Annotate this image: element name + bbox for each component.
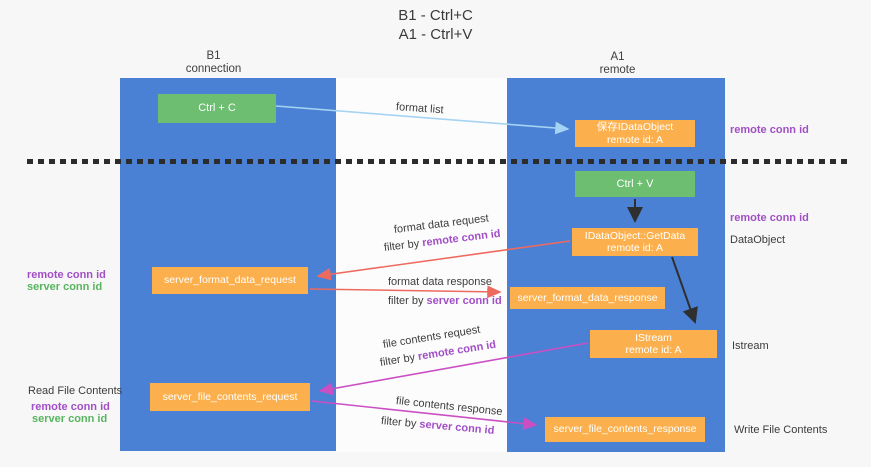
node-server-format-data-response-label: server_format_data_response (517, 291, 658, 304)
node-server-format-data-request: server_format_data_request (152, 267, 308, 294)
left-label-remote-conn-id-2: remote conn id (31, 401, 110, 413)
left-label-server-conn-id-1: server conn id (27, 281, 103, 293)
node-save-idataobject-line2: remote id: A (606, 133, 664, 146)
diagram-title: B1 - Ctrl+C A1 - Ctrl+V (0, 6, 871, 44)
right-label-remote-conn-id-1: remote conn id (730, 124, 809, 136)
filter-by-prefix-2: filter by (388, 295, 427, 307)
column-header-b1: B1 connection (150, 50, 277, 75)
dashed-separator-line (27, 159, 847, 164)
left-label-remote-conn-id-1: remote conn id (27, 269, 106, 281)
node-istream-line2: remote id: A (625, 344, 682, 356)
node-ctrl-v-label: Ctrl + V (616, 177, 654, 190)
node-server-file-contents-request: server_file_contents_request (150, 383, 310, 411)
left-label-server-conn-id-2: server conn id (32, 413, 108, 425)
right-label-remote-conn-id-2: remote conn id (730, 212, 809, 224)
node-server-file-contents-response: server_file_contents_response (545, 417, 705, 442)
node-getdata-line2: remote id: A (606, 242, 664, 254)
node-save-idataobject-line1: 保存IDataObject (596, 121, 674, 133)
column-header-a1: A1 remote (555, 51, 680, 76)
title-line-1: B1 - Ctrl+C (398, 7, 473, 24)
column-b1-subtitle: connection (185, 62, 242, 75)
node-ctrl-v: Ctrl + V (575, 171, 695, 197)
right-label-dataobject: DataObject (730, 234, 786, 246)
node-istream: IStream remote id: A (590, 330, 717, 358)
filter-by-id-2: server conn id (426, 295, 502, 307)
column-a1-subtitle: remote (599, 63, 636, 76)
arrow-label-filter-by-server-conn-id-1: filter by server conn id (388, 295, 502, 307)
arrow-label-format-data-response: format data response (388, 276, 492, 288)
right-label-istream: Istream (732, 340, 769, 352)
middle-background-strip (336, 78, 507, 452)
left-label-read-file-contents: Read File Contents (28, 385, 123, 397)
column-b1-name: B1 (206, 50, 221, 62)
node-istream-line1: IStream (635, 331, 672, 344)
right-label-write-file-contents: Write File Contents (734, 424, 828, 436)
node-server-format-data-request-label: server_format_data_request (164, 274, 296, 287)
column-a1-name: A1 (610, 51, 625, 63)
node-save-idataobject: 保存IDataObject remote id: A (575, 120, 695, 147)
node-getdata-line1: IDataObject::GetData (584, 229, 686, 242)
node-ctrl-c-label: Ctrl + C (198, 102, 236, 115)
node-server-format-data-response: server_format_data_response (510, 287, 665, 309)
node-idataobject-getdata: IDataObject::GetData remote id: A (572, 228, 698, 256)
title-line-2: A1 - Ctrl+V (398, 26, 473, 43)
node-server-file-contents-response-label: server_file_contents_response (553, 423, 697, 436)
node-ctrl-c: Ctrl + C (158, 94, 276, 123)
node-server-file-contents-request-label: server_file_contents_request (162, 390, 298, 403)
